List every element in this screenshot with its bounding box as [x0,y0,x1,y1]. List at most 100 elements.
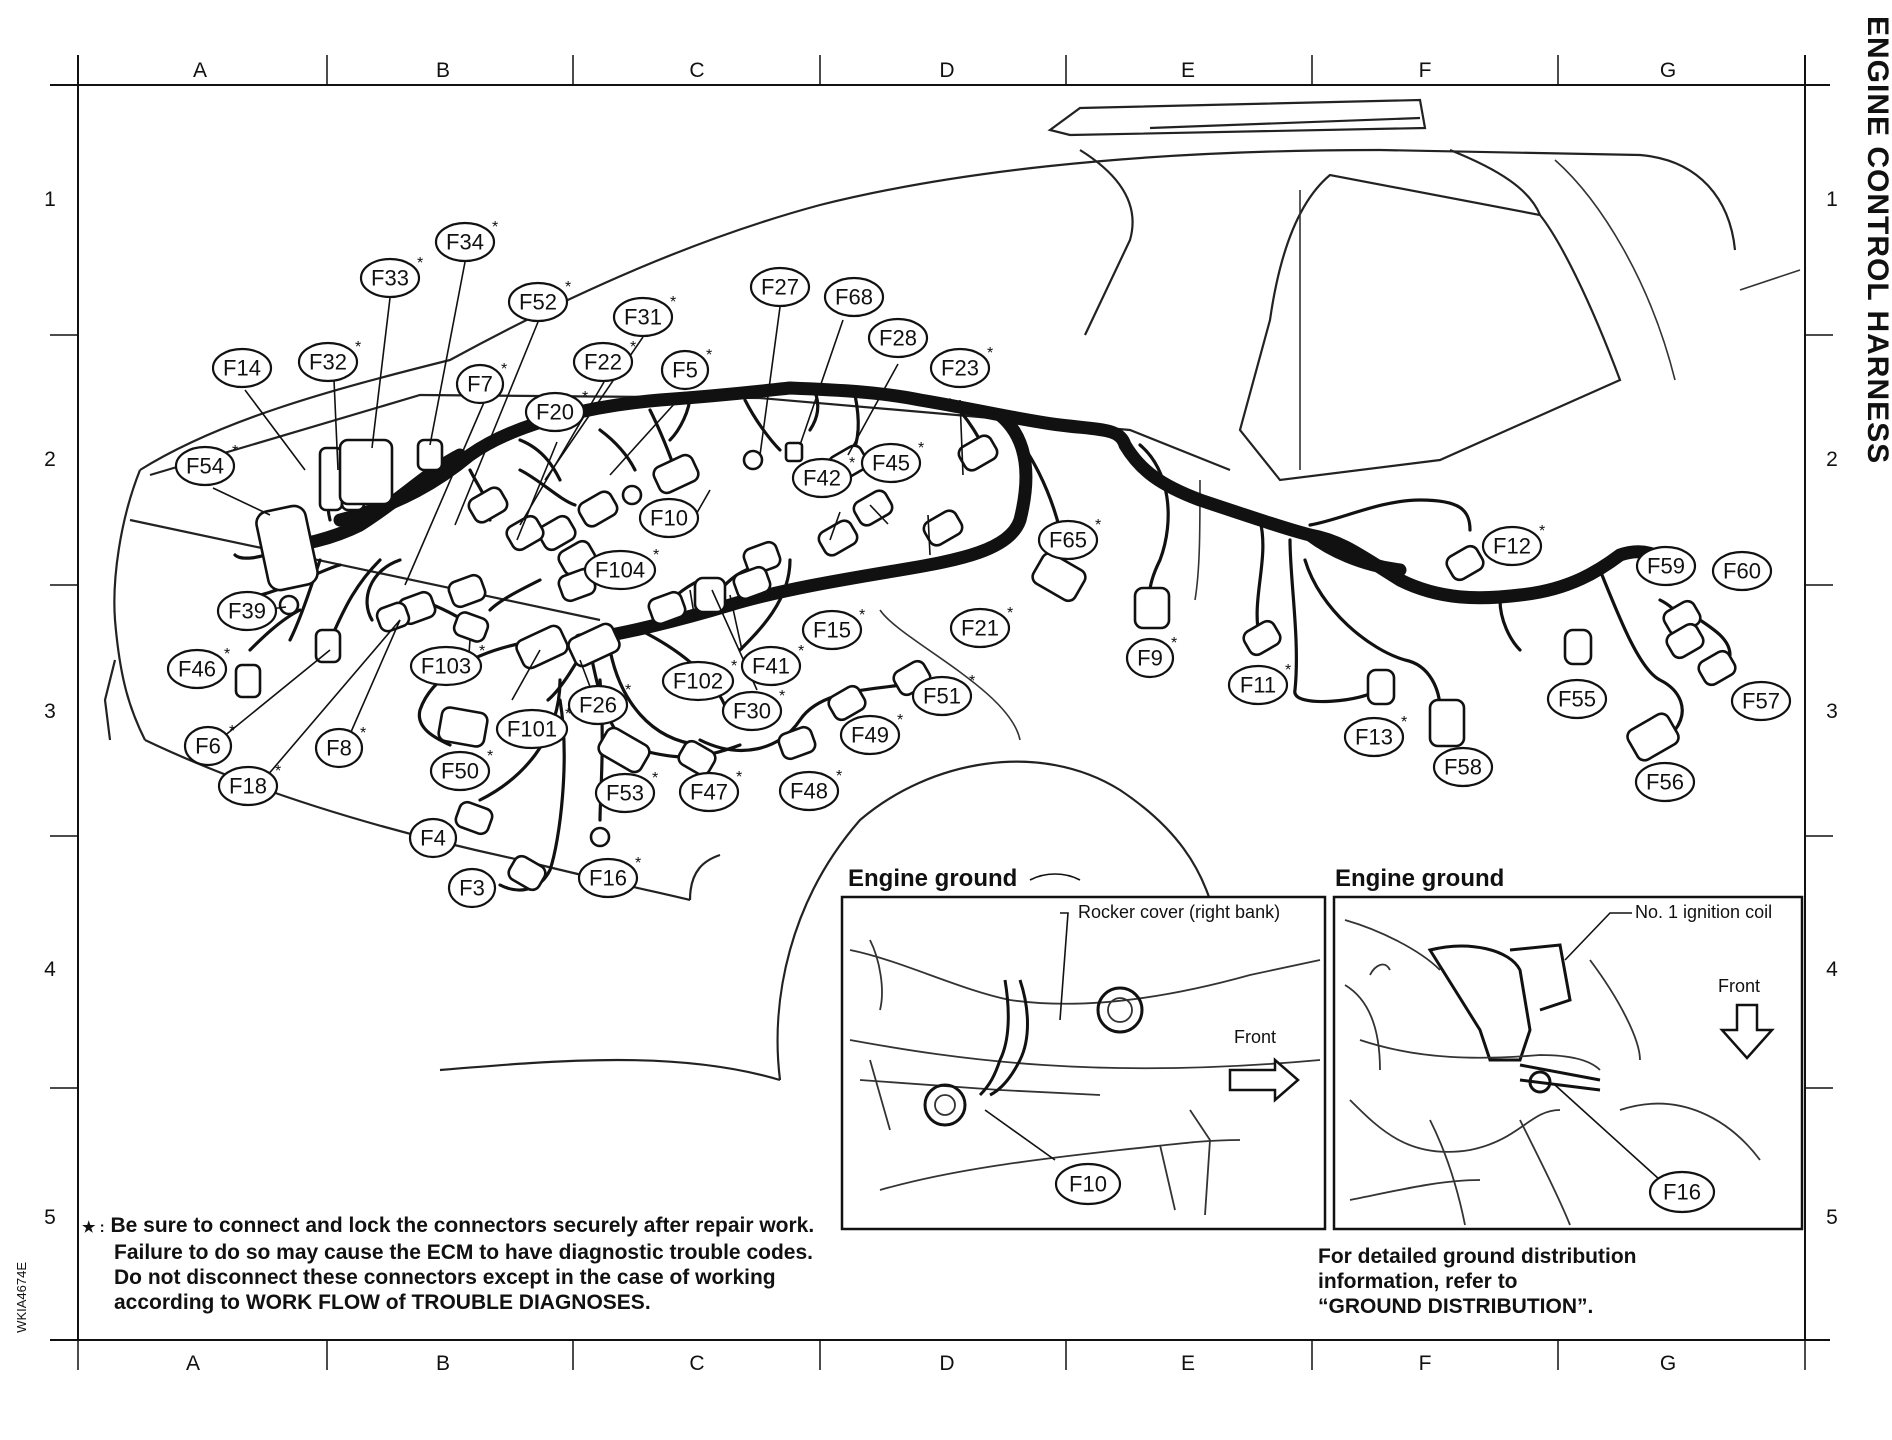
callout-f54: F54* [174,443,238,487]
star-marker-icon: * [492,219,498,236]
callout-oval [791,457,853,499]
callout-oval [778,770,840,812]
repair-note-line-4: according to WORK FLOW of TROUBLE DIAGNO… [114,1291,651,1314]
connector-label-f45: F45 [872,451,910,476]
connector-label-f49: F49 [851,723,889,748]
star-marker-icon: * [501,361,507,378]
callout-f41: F41* [740,643,804,687]
connector-label-f21: F21 [961,616,999,641]
callout-f51: F51* [911,673,975,717]
page-title: ENGINE CONTROL HARNESS [1861,15,1892,465]
inset-2-f16-oval [1648,1170,1716,1214]
callout-f26: F26* [567,682,631,726]
callout-f13: F13* [1343,714,1407,758]
connector-label-f53: F53 [606,781,644,806]
col-label-top-c: C [689,59,704,82]
callout-f101: F101* [495,706,571,750]
connector-label-f39: F39 [228,599,266,624]
callout-oval [801,609,863,651]
connector-label-f50: F50 [441,759,479,784]
ground-note-line-2: information, refer to [1318,1270,1518,1293]
callout-oval [1546,678,1608,720]
connector-label-f48: F48 [790,779,828,804]
callout-oval [749,266,811,308]
callout-f12: F12* [1481,523,1545,567]
callout-oval [359,257,421,299]
connector-label-f16: F16 [589,866,627,891]
callout-f16: F16 * [577,855,641,899]
connector-label-f103: F103 [421,654,471,679]
star-marker-icon: * [360,725,366,742]
callout-f57: F57 [1730,680,1792,722]
star-marker-icon: * [987,345,993,362]
callout-f49: F49* [839,712,903,756]
callout-f59: F59 [1635,545,1697,587]
star-marker-icon: * [224,646,230,663]
inset-1-f10-oval [1054,1162,1122,1206]
row-label-right-2: 2 [1826,448,1838,471]
connector-label-f14: F14 [223,356,261,381]
ground-note-line-1: For detailed ground distribution [1318,1245,1637,1268]
star-marker-icon: * [582,389,588,406]
row-label-left-4: 4 [44,958,56,981]
row-label-left-2: 2 [44,448,56,471]
callout-f27: F27 [749,266,811,308]
star-marker-icon: * [630,339,636,356]
callout-oval [867,317,929,359]
col-label-bottom-c: C [689,1352,704,1375]
callout-oval [740,645,802,687]
star-marker-icon: * [670,294,676,311]
connector-label-f52: F52 [519,290,557,315]
connector-label-f34: F34 [446,230,484,255]
col-label-top-d: D [939,59,954,82]
star-marker-icon: * [232,443,238,460]
callout-f3: F3 [447,867,497,909]
star-marker-icon: * [652,770,658,787]
col-label-bottom-a: A [186,1352,200,1375]
repair-note-line-3: Do not disconnect these connectors excep… [114,1266,776,1289]
connector-label-f3: F3 [459,876,485,901]
callout-f39: F39 [216,590,278,632]
callout-oval [409,645,483,687]
connector-label-f18: F18 [229,774,267,799]
row-label-right-3: 3 [1826,700,1838,723]
callout-oval [408,817,458,859]
callout-f9: F9* [1125,635,1177,679]
callout-oval [297,341,359,383]
callout-f45: F45* [860,440,924,484]
callout-oval [1711,550,1773,592]
connector-label-f22: F22 [584,350,622,375]
star-marker-icon: * [635,855,641,872]
star-marker-icon: * [625,682,631,699]
callout-oval [216,590,278,632]
callout-oval [572,341,634,383]
callout-f4: F4 [408,817,458,859]
callout-f18: F18* [217,763,281,807]
callout-oval [166,648,228,690]
connector-label-f10: F10 [650,506,688,531]
callout-oval [660,349,710,391]
connector-label-f27: F27 [761,275,799,300]
star-marker-icon: * [1171,635,1177,652]
connector-label-f6: F6 [195,734,221,759]
connector-label-f51: F51 [923,684,961,709]
callout-f7: F7* [455,361,507,405]
col-label-top-g: G [1660,59,1676,82]
connector-label-f59: F59 [1647,554,1685,579]
callout-f48: F48* [778,768,842,812]
callout-f8: F8* [314,725,366,769]
connector-label-f104: F104 [595,558,645,583]
callout-oval [949,607,1011,649]
star-marker-icon: * [1095,517,1101,534]
row-label-right-5: 5 [1826,1206,1838,1229]
connector-label-f31: F31 [624,305,662,330]
connector-label-f102: F102 [673,669,723,694]
star-marker-icon: * [1285,662,1291,679]
star-marker-icon: * [736,769,742,786]
repair-note-line-2: Failure to do so may cause the ECM to ha… [114,1241,813,1264]
callout-f32: F32* [297,339,361,383]
connector-label-f68: F68 [835,285,873,310]
callout-oval [1481,525,1543,567]
row-label-right-1: 1 [1826,188,1838,211]
